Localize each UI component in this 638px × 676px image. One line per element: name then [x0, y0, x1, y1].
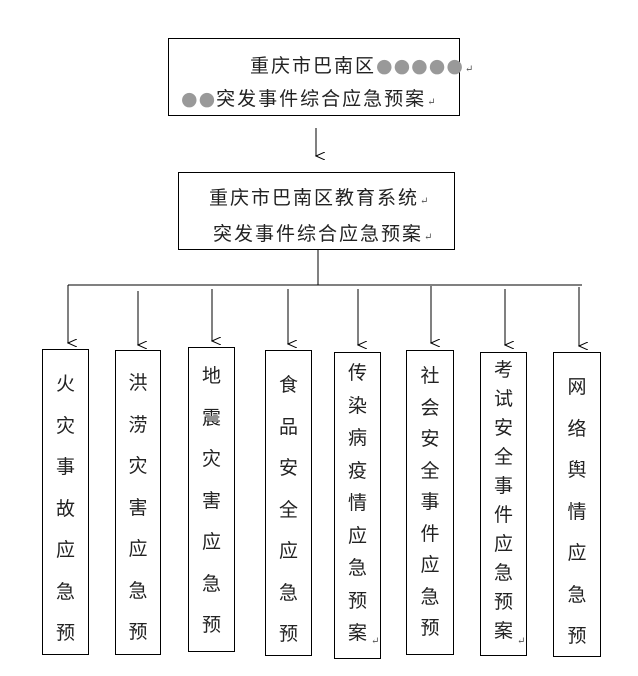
- plan-label-social-security: 社会安全事件应急预: [420, 365, 440, 639]
- plan-box-earthquake: 地震灾害应急预: [188, 347, 235, 652]
- education-plan-line-1: 重庆市巴南区教育系统↵: [209, 187, 429, 209]
- plan-label-fire: 火灾事故应急预: [55, 373, 75, 644]
- plan-label-exam-safety: 考试安全事件应急预案: [493, 359, 513, 642]
- education-plan-box: 重庆市巴南区教育系统↵ 突发事件综合应急预案↵: [178, 172, 455, 250]
- plan-box-food-safety: 食品安全应急预: [265, 350, 312, 656]
- plan-label-epidemic: 传染病疫情应急预案: [347, 362, 367, 644]
- education-plan-line-2: 突发事件综合应急预案↵: [213, 223, 433, 245]
- plan-box-fire: 火灾事故应急预: [42, 349, 89, 655]
- plan-box-epidemic: 传染病疫情应急预案 ↵: [334, 352, 381, 659]
- plan-label-flood: 洪涝灾害应急预: [128, 372, 148, 643]
- district-plan-line-1: 重庆市巴南区●●●●●↵: [250, 55, 474, 77]
- plan-label-online-opinion: 网络舆情应急预: [567, 376, 587, 647]
- plan-label-earthquake: 地震灾害应急预: [201, 365, 221, 636]
- plan-box-social-security: 社会安全事件应急预: [406, 350, 454, 655]
- plan-label-food-safety: 食品安全应急预: [278, 374, 298, 645]
- plan-box-online-opinion: 网络舆情应急预: [553, 352, 601, 657]
- district-plan-line-2: ●●突发事件综合应急预案↵: [181, 88, 436, 110]
- district-plan-box: 重庆市巴南区●●●●●↵ ●●突发事件综合应急预案↵: [168, 38, 473, 116]
- plan-box-flood: 洪涝灾害应急预: [115, 350, 161, 655]
- plan-box-exam-safety: 考试安全事件应急预案 ↵: [480, 352, 527, 656]
